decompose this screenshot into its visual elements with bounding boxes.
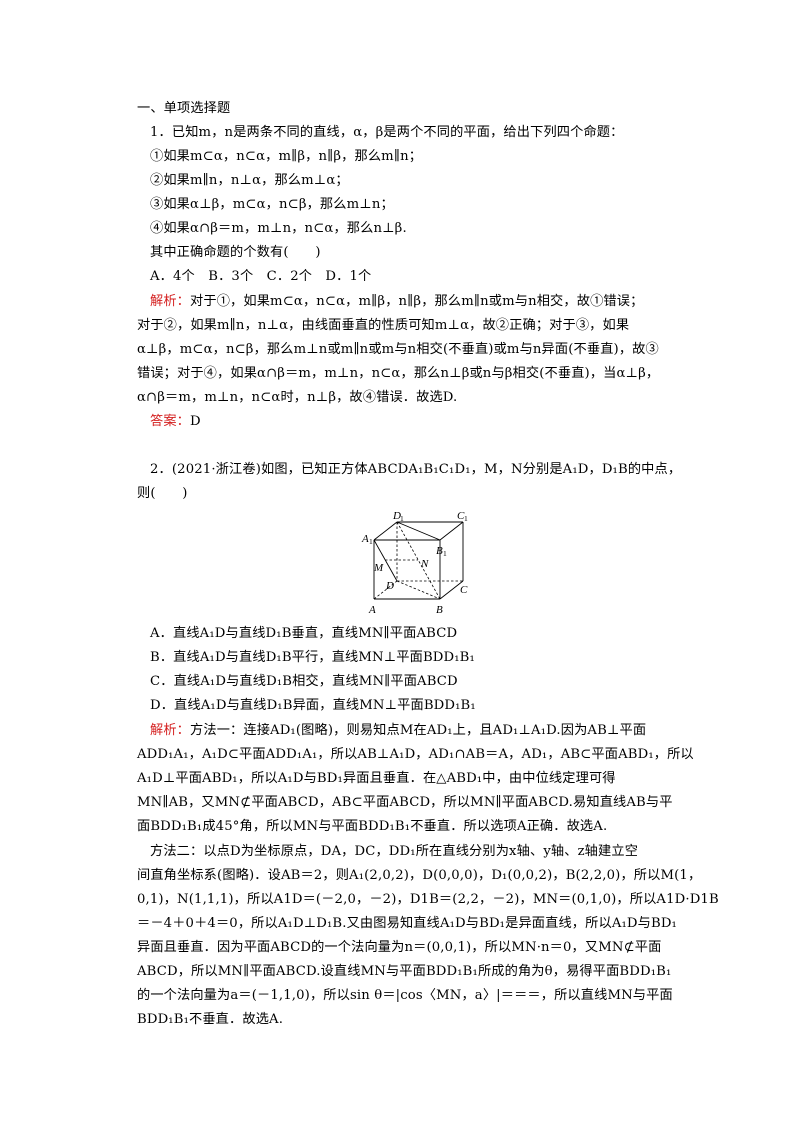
method-2-line: 方法二：以点D为坐标原点，DA，DC，DD₁所在直线分别为x轴、y轴、z轴建立空 [150, 844, 639, 859]
question-2-stem-cont: 则( ) [137, 486, 188, 501]
line-a1d [373, 539, 398, 582]
answer-1: 答案：D [150, 414, 201, 429]
analysis-2-line: A₁D⊥平面ABD₁，所以A₁D与BD₁异面且垂直．在△ABD₁中，由中位线定理… [137, 771, 616, 786]
question-2-option-b: B．直线A₁D与直线D₁B平行，直线MN⊥平面BDD₁B₁ [150, 650, 475, 665]
proposition-3: ③如果α⊥β，m⊂α，n⊂β，那么m⊥n； [150, 197, 394, 212]
hidden-edge-ad [373, 580, 398, 600]
analysis-1-line: 对于②，如果m∥n，n⊥α，由线面垂直的性质可知m⊥α，故②正确；对于③，如果 [137, 318, 630, 333]
answer-label: 答案： [150, 414, 191, 429]
question-2-option-d: D．直线A₁D与直线D₁B异面，直线MN⊥平面BDD₁B₁ [150, 698, 476, 713]
analysis-2-line: MN∥AB，又MN⊄平面ABCD，AB⊂平面ABCD，所以MN∥平面ABCD.易… [137, 795, 673, 810]
method-2-line: ＝－4＋0＋4＝0，所以A₁D⊥D₁B.又由图易知直线A₁D与BD₁是异面直线，… [137, 916, 677, 931]
analysis-1-line: 解析：对于①，如果m⊂α，n⊂α，m∥β，n∥β，那么m∥n或m与n相交，故①错… [150, 294, 644, 309]
cube-diagram: D 1 C 1 A 1 B 1 M N D C A B [361, 510, 468, 616]
label-d1: D [392, 510, 401, 522]
label-m: M [373, 562, 384, 574]
proposition-1: ①如果m⊂α，n⊂α，m∥β，n∥β，那么m∥n； [150, 149, 423, 164]
edge-b1c1 [439, 521, 464, 541]
question-1-stem: 1．已知m，n是两条不同的直线，α，β是两个不同的平面，给出下列四个命题： [150, 125, 624, 140]
method-2-line: BDD₁B₁不垂直．故选A. [137, 1012, 284, 1027]
analysis-1-line: α∩β＝m，m⊥n，n⊂α时，n⊥β，故④错误．故选D. [137, 390, 458, 405]
analysis-label: 解析： [150, 294, 191, 309]
method-2-line: 0,1)，N(1,1,1)，所以A1D＝(－2,0，－2)，D1B＝(2,2，－… [137, 892, 719, 907]
label-b: B [436, 604, 443, 616]
label-a1-sub: 1 [369, 537, 373, 546]
edge-bc [439, 580, 464, 600]
proposition-4: ④如果α∩β＝m，m⊥n，n⊂α，那么n⊥β. [150, 221, 407, 236]
label-a: A [368, 604, 376, 616]
analysis-1-line: α⊥β，m⊂α，n⊂β，那么m⊥n或m∥n或m与n相交(不垂直)或m与n异面(不… [137, 342, 659, 357]
method-2-line: 间直角坐标系(图略)．设AB＝2，则A₁(2,0,2)，D(0,0,0)，D₁(… [137, 868, 702, 883]
hidden-line-db [396, 580, 441, 600]
question-2-stem: 2．(2021·浙江卷)如图，已知正方体ABCDA₁B₁C₁D₁，M，N分别是A… [150, 462, 682, 477]
analysis-label: 解析： [150, 723, 191, 738]
question-2-option-c: C．直线A₁D与直线D₁B相交，直线MN∥平面ABCD [150, 674, 458, 689]
label-b1: B [436, 545, 443, 557]
method-2-line: 的一个法向量为a＝(－1,1,0)，所以sin θ＝|cos〈MN，a〉|＝＝＝… [137, 988, 673, 1003]
analysis-2-line: 面BDD₁B₁成45°角，所以MN与平面BDD₁B₁不垂直．所以选项A正确．故选… [137, 819, 608, 834]
question-1-prompt: 其中正确命题的个数有( ) [150, 245, 321, 260]
method-2-line: ABCD，所以MN∥平面ABCD.设直线MN与平面BDD₁B₁所成的角为θ，易得… [137, 964, 672, 979]
label-a1: A [361, 533, 369, 545]
label-d1-sub: 1 [400, 514, 404, 523]
analysis-2-line: ADD₁A₁，A₁D⊂平面ADD₁A₁，所以AB⊥A₁D，AD₁∩AB＝A，AD… [137, 747, 694, 762]
analysis-2-line: 解析：方法一：连接AD₁(图略)，则易知点M在AD₁上，且AD₁⊥A₁D.因为A… [150, 723, 647, 738]
analysis-1-line: 错误；对于④，如果α∩β＝m，m⊥n，n⊂α，那么n⊥β或n与β相交(不垂直)，… [137, 366, 660, 381]
label-n: N [420, 558, 429, 570]
proposition-2: ②如果m∥n，n⊥α，那么m⊥α； [150, 173, 349, 188]
hidden-line-d1b [396, 521, 441, 600]
question-2-option-a: A．直线A₁D与直线D₁B垂直，直线MN∥平面ABCD [150, 626, 458, 641]
method-2-line: 异面且垂直．因为平面ABCD的一个法向量为n＝(0,0,1)，所以MN·n＝0，… [137, 940, 662, 955]
edge-a1d1 [373, 521, 398, 541]
label-c: C [460, 584, 468, 596]
label-d: D [385, 580, 394, 592]
section-heading: 一、单项选择题 [137, 101, 231, 116]
question-1-options: A．4个 B．3个 C．2个 D．1个 [150, 269, 372, 284]
label-b1-sub: 1 [443, 549, 447, 558]
label-c1-sub: 1 [464, 514, 468, 523]
line-d1b1 [396, 521, 441, 541]
label-c1: C [457, 510, 465, 522]
cube-figure: D 1 C 1 A 1 B 1 M N D C A B [352, 509, 470, 617]
